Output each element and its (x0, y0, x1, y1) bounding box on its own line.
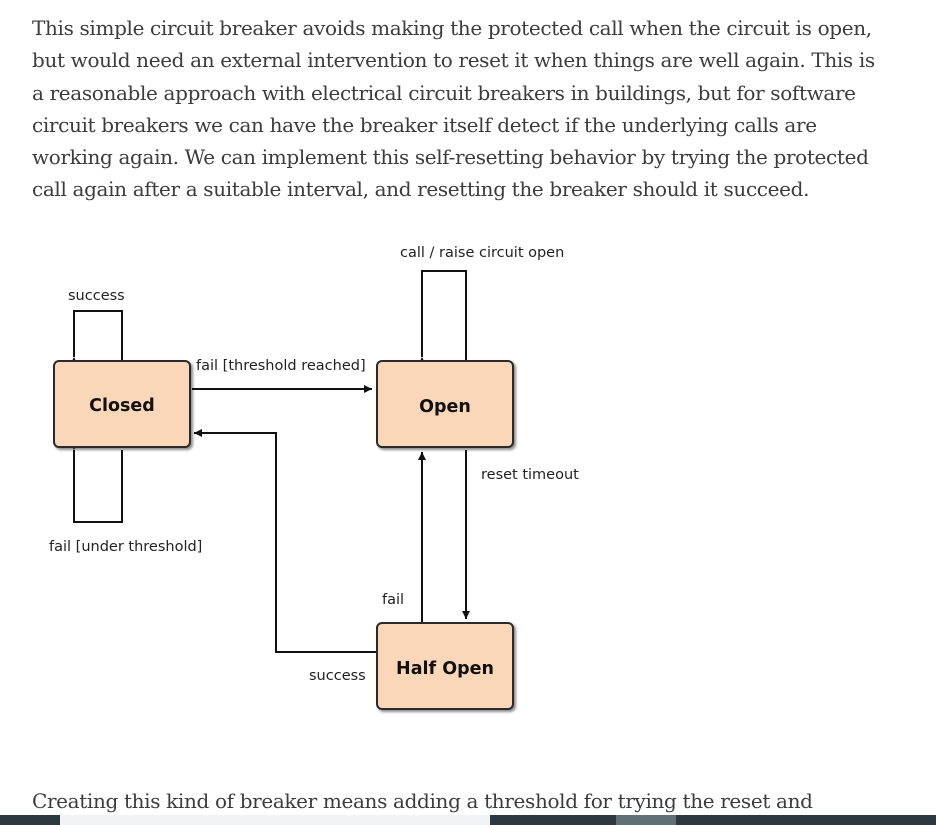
article-paragraph: This simple circuit breaker avoids makin… (32, 16, 875, 202)
bottom-toolbar-segment (60, 815, 490, 825)
state-closed-label: Closed (89, 396, 155, 416)
state-half-open (376, 622, 514, 710)
state-closed (53, 360, 191, 448)
closed-to-open-label: fail [threshold reached] (196, 358, 366, 374)
closed-fail-under-label: fail [under threshold] (49, 539, 202, 555)
closed-success-loop (70, 310, 123, 365)
open-reset-timeout-label: reset timeout (481, 467, 579, 483)
state-half-open-label: Half Open (396, 659, 494, 679)
open-self-loop (418, 270, 467, 365)
open-self-label: call / raise circuit open (400, 245, 564, 261)
half-open-fail-label: fail (382, 592, 404, 608)
bottom-toolbar-segment (616, 815, 676, 825)
state-open (376, 360, 514, 448)
circuit-breaker-state-diagram: Closed Open Half Open success fail [unde… (49, 245, 579, 710)
closed-success-label: success (68, 288, 125, 304)
closed-fail-loop (70, 442, 123, 523)
state-open-label: Open (419, 397, 471, 417)
half-open-success-label: success (309, 668, 366, 684)
half-open-to-closed-arrow (194, 429, 376, 653)
bottom-toolbar (0, 815, 936, 825)
article-paragraph-continued: Creating this kind of breaker means addi… (32, 789, 813, 813)
